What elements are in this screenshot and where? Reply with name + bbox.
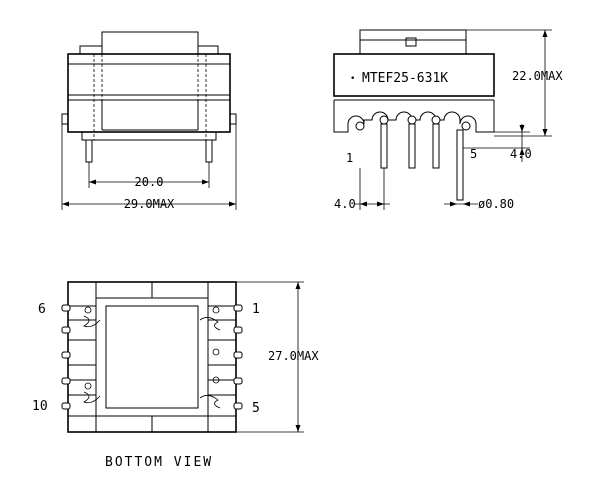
front-core-top <box>101 31 199 55</box>
dim-depth: 27.0MAX <box>268 349 319 363</box>
bottom-pin1-label: 1 <box>252 302 260 317</box>
dim-pin-pitch: 4.0 <box>334 197 356 211</box>
side-core-top <box>359 29 467 55</box>
side-body <box>333 53 495 97</box>
bottom-pin6-label: 6 <box>38 302 46 317</box>
side-pin-2 <box>408 123 416 169</box>
dim-width: 29.0MAX <box>124 197 175 211</box>
dim-pin-spacing: 20.0 <box>135 175 164 189</box>
bottom-core <box>105 305 199 409</box>
dim-height: 22.0MAX <box>512 69 563 83</box>
front-pin-left <box>85 139 93 163</box>
side-pin1-label: 1 <box>346 151 353 165</box>
marker-dot: • <box>350 74 355 84</box>
side-pin-3 <box>432 123 440 169</box>
side-pin-5 <box>456 129 464 201</box>
side-pin-1 <box>380 123 388 169</box>
dim-pin-diameter: ø0.80 <box>478 197 514 211</box>
part-number: MTEF25-631K <box>362 71 448 86</box>
bottom-pin5-label: 5 <box>252 401 260 416</box>
side-view: • MTEF25-631K 1 5 22.0MAX 4.0 4 <box>333 29 563 211</box>
bottom-view-caption: BOTTOM VIEW <box>105 455 213 470</box>
front-core-ears <box>79 45 219 54</box>
front-view: 20.0 29.0MAX <box>61 31 237 211</box>
bottom-view: 6 1 10 5 27.0MAX BOTTOM VIEW <box>32 281 319 470</box>
dim-pin-length: 4.0 <box>510 147 532 161</box>
bottom-pin10-label: 10 <box>32 399 48 414</box>
front-pin-right <box>205 139 213 163</box>
side-pin5-label: 5 <box>470 147 477 161</box>
bottom-frame <box>67 281 237 433</box>
